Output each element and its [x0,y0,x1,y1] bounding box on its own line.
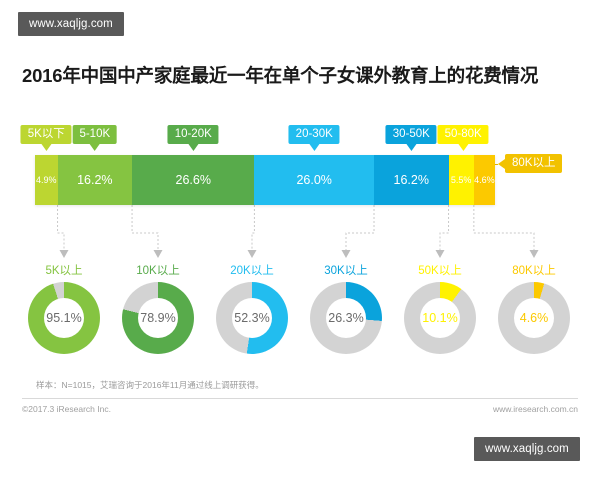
bar-tag-6[interactable]: 80K以上 [497,154,563,173]
bar-segment-value: 16.2% [77,173,113,187]
bar-tag-label: 10-20K [174,128,212,140]
bar-tag-label: 5K以下 [27,128,65,140]
donut-cell-3[interactable]: 30K以上 26.3% [300,262,392,354]
donut-ring: 26.3% [310,282,382,354]
bar-segment-2[interactable]: 26.6% [132,155,255,205]
donut-ring: 52.3% [216,282,288,354]
bar-tag-0[interactable]: 5K以下 [20,125,72,151]
donut-cell-0[interactable]: 5K以上 95.1% [18,262,110,354]
page-title: 2016年中国中产家庭最近一年在单个子女课外教育上的花费情况 [22,65,539,86]
donut-cell-2[interactable]: 20K以上 52.3% [206,262,298,354]
donut-value: 95.1% [46,311,82,325]
footer-copyright: ©2017.3 iResearch Inc. [22,404,111,414]
bar-tag-label: 20-30K [295,128,333,140]
donut-hole: 26.3% [326,298,366,338]
stacked-bar: 4.9% 16.2% 26.6% 26.0% 16.2% 5.5%4.6% [35,155,495,205]
donut-value: 26.3% [328,311,364,325]
bar-tag-1[interactable]: 5-10K [72,125,118,151]
donut-label: 50K以上 [418,265,462,277]
donut-hole: 95.1% [44,298,84,338]
donut-label: 20K以上 [230,265,274,277]
donut-value: 10.1% [422,311,458,325]
donut-label: 80K以上 [512,265,556,277]
bar-segment-5[interactable]: 5.5% [448,155,474,205]
bar-tag-label: 30-50K [392,128,430,140]
donut-ring: 4.6% [498,282,570,354]
donut-value: 4.6% [519,311,549,325]
bar-segment-value: 5.5% [450,175,472,185]
bar-tag-3[interactable]: 20-30K [288,125,340,151]
bar-segment-6[interactable]: 4.6% [473,155,495,205]
donut-ring: 10.1% [404,282,476,354]
donut-cell-4[interactable]: 50K以上 10.1% [394,262,486,354]
bar-tag-5[interactable]: 50-80K [437,125,489,151]
donut-hole: 4.6% [514,298,554,338]
bar-segment-value: 4.6% [474,175,495,185]
footer-divider [22,398,578,399]
bar-segment-value: 4.9% [36,175,57,185]
donut-value: 52.3% [234,311,270,325]
donut-label: 5K以上 [45,265,83,277]
donut-ring: 78.9% [122,282,194,354]
donut-row: 5K以上 95.1% 10K以上 78.9% 20K以上 52.3% 30K以上 26.3% 5… [0,262,600,372]
bar-segment-0[interactable]: 4.9% [35,155,58,205]
bar-tag-4[interactable]: 30-50K [385,125,437,151]
bar-tag-label: 50-80K [444,128,482,140]
bar-segment-value: 26.6% [175,173,211,187]
donut-hole: 52.3% [232,298,272,338]
donut-hole: 10.1% [420,298,460,338]
bar-segment-value: 16.2% [393,173,429,187]
donut-label: 10K以上 [136,265,180,277]
bar-tag-label: 80K以上 [512,157,556,169]
bar-segment-4[interactable]: 16.2% [374,155,449,205]
donut-label: 30K以上 [324,265,368,277]
donut-ring: 95.1% [28,282,100,354]
bar-segment-3[interactable]: 26.0% [254,155,374,205]
watermark-top: www.xaqljg.com [18,12,124,36]
donut-hole: 78.9% [138,298,178,338]
bar-segment-1[interactable]: 16.2% [57,155,133,205]
bar-segment-value: 26.0% [296,173,332,187]
bar-tag-label: 5-10K [79,128,111,140]
donut-cell-5[interactable]: 80K以上 4.6% [488,262,580,354]
footnote: 样本：N=1015，艾瑞咨询于2016年11月通过线上调研获得。 [36,380,264,390]
donut-cell-1[interactable]: 10K以上 78.9% [112,262,204,354]
watermark-bottom: www.xaqljg.com [474,437,580,461]
bar-tag-2[interactable]: 10-20K [167,125,219,151]
footer-website: www.iresearch.com.cn [492,404,578,414]
donut-value: 78.9% [140,311,176,325]
